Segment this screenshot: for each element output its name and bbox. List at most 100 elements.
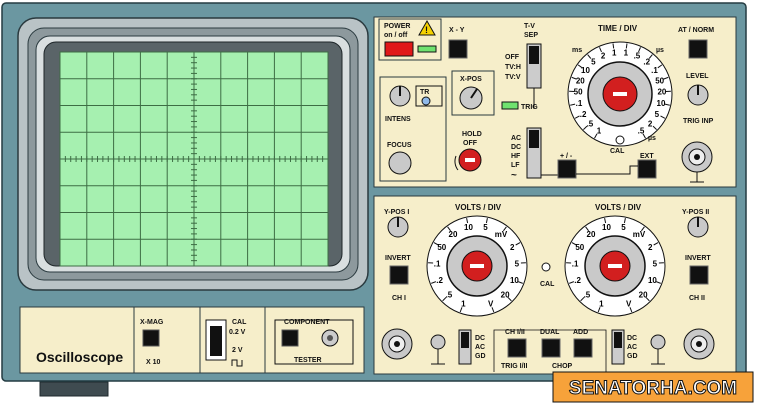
trig-inp-label: TRIG INP [683,118,714,125]
xpos-label: X-POS [460,76,482,83]
ch1-tick-5: 20 [449,230,458,239]
tvsep-tvv: TV:V [505,74,521,81]
atnorm-label: AT / NORM [678,27,714,34]
xmag-label: X-MAG [140,319,164,326]
xmag-button[interactable] [142,329,160,347]
focus-knob[interactable] [388,151,412,175]
mode-trig-label: TRIG I/II [501,363,528,370]
power-onoff-label: on / off [384,32,408,39]
ch1-coupling-dc: DC [475,335,485,342]
ch2-coupling-slider[interactable] [614,332,622,348]
ch1-tick-4: 50 [437,243,446,252]
cal-02v-label: 0.2 V [229,329,246,336]
ch1-tick-2: .2 [436,276,443,285]
ch2-tick-9: 2 [648,243,653,252]
timediv-us-unit: µs [656,47,664,54]
slope-label: + / - [560,153,573,160]
timediv-tick-14: 50 [655,76,664,85]
timediv-us-unit-bottom: µs [648,135,656,142]
ch1-tick-10: 5 [515,259,520,268]
ch2-invert-button[interactable] [689,265,709,285]
power-button[interactable] [384,41,414,57]
cal-output-switch[interactable] [210,326,222,356]
component-label: COMPONENT [284,319,330,326]
trig-coupling-slider[interactable] [529,130,539,148]
mode-add-button[interactable] [573,338,593,358]
holdoff-label: HOLD [462,131,482,138]
timediv-tick-8: 2 [601,52,606,61]
lower-left-panel [19,306,365,374]
ch2-coupling-gd: GD [627,353,638,360]
trig-label: TRIG [521,104,538,111]
ext-label: EXT [640,153,654,160]
ch1-ground-jack[interactable] [430,334,446,350]
level-label: LEVEL [686,73,709,80]
vertical-cal-label: CAL [540,281,555,288]
component-tester-frame [274,319,354,365]
horizontal-panel [373,16,737,188]
model-label: Oscilloscope [36,349,123,365]
trig-led [501,101,519,110]
ch2-tick-5: 20 [587,230,596,239]
ch1-tick-8: mV [495,230,508,239]
ch2-tick-8: mV [633,230,646,239]
tvsep-slider[interactable] [529,46,539,64]
cal-label: CAL [232,319,247,326]
focus-label: FOCUS [387,142,412,149]
timediv-tick-7: 5 [591,58,596,67]
ch2-ground-jack[interactable] [650,334,666,350]
ch1-tick-0: 1 [461,300,466,309]
timediv-cal-knob[interactable] [615,135,625,145]
ch2-voltsdiv-label: VOLTS / DIV [595,203,642,212]
left-foot [39,381,109,397]
xy-button[interactable] [448,39,468,59]
ch1-tick-1: .5 [446,291,453,300]
ch1-tick-11: 10 [510,276,519,285]
ch1-tick-6: 10 [464,223,473,232]
svg-text:!: ! [425,25,428,35]
ch1-coupling-slider[interactable] [461,332,469,348]
watermark-banner [552,371,754,403]
ch2-tick-2: .2 [574,276,581,285]
timediv-tick-16: 10 [657,99,666,108]
ch2-tick-6: 10 [602,223,611,232]
mode-dual-button[interactable] [541,338,561,358]
slope-button[interactable] [557,159,577,179]
ch1-ypos-label: Y-POS I [384,209,409,216]
timediv-tick-13: .1 [651,66,658,75]
cal-2v-label: 2 V [232,347,243,354]
timediv-tick-9: 1 [612,48,617,57]
tvsep-off: OFF [505,54,520,61]
timediv-tick-18: 2 [648,119,653,128]
ch2-tick-3: .1 [572,259,579,268]
timediv-tick-15: 20 [657,88,666,97]
timediv-tick-1: .5 [587,119,594,128]
xy-label: X - Y [449,27,465,34]
watermark-text: SENATORHA.COM [569,378,737,399]
intens-label: INTENS [385,116,411,123]
timediv-tick-12: .2 [643,58,650,67]
ch1-voltsdiv-label: VOLTS / DIV [455,203,502,212]
ch1-tick-3: .1 [434,259,441,268]
ch2-channel-label: CH II [689,295,705,302]
timediv-cal-label: CAL [610,148,625,155]
warning-icon [418,19,436,36]
vertical-cal-knob[interactable] [541,262,551,272]
ch2-tick-4: 50 [575,243,584,252]
ch1-tick-13: V [488,300,494,309]
ext-button[interactable] [637,159,657,179]
mode-add-label: ADD [573,329,588,336]
ch2-tick-1: .5 [584,291,591,300]
ch2-ypos-label: Y-POS II [682,209,709,216]
tester-label: TESTER [294,357,322,364]
tr-label: TR [420,89,429,96]
timediv-tick-17: 5 [655,110,660,119]
timediv-tick-2: .2 [580,110,587,119]
atnorm-button[interactable] [688,39,708,59]
mode-ch-button[interactable] [507,338,527,358]
trace-rotation-pot[interactable] [421,96,431,106]
component-tester-button[interactable] [281,329,299,347]
ch2-coupling-ac: AC [627,344,637,351]
ch1-invert-button[interactable] [389,265,409,285]
timediv-tick-3: .1 [576,99,583,108]
